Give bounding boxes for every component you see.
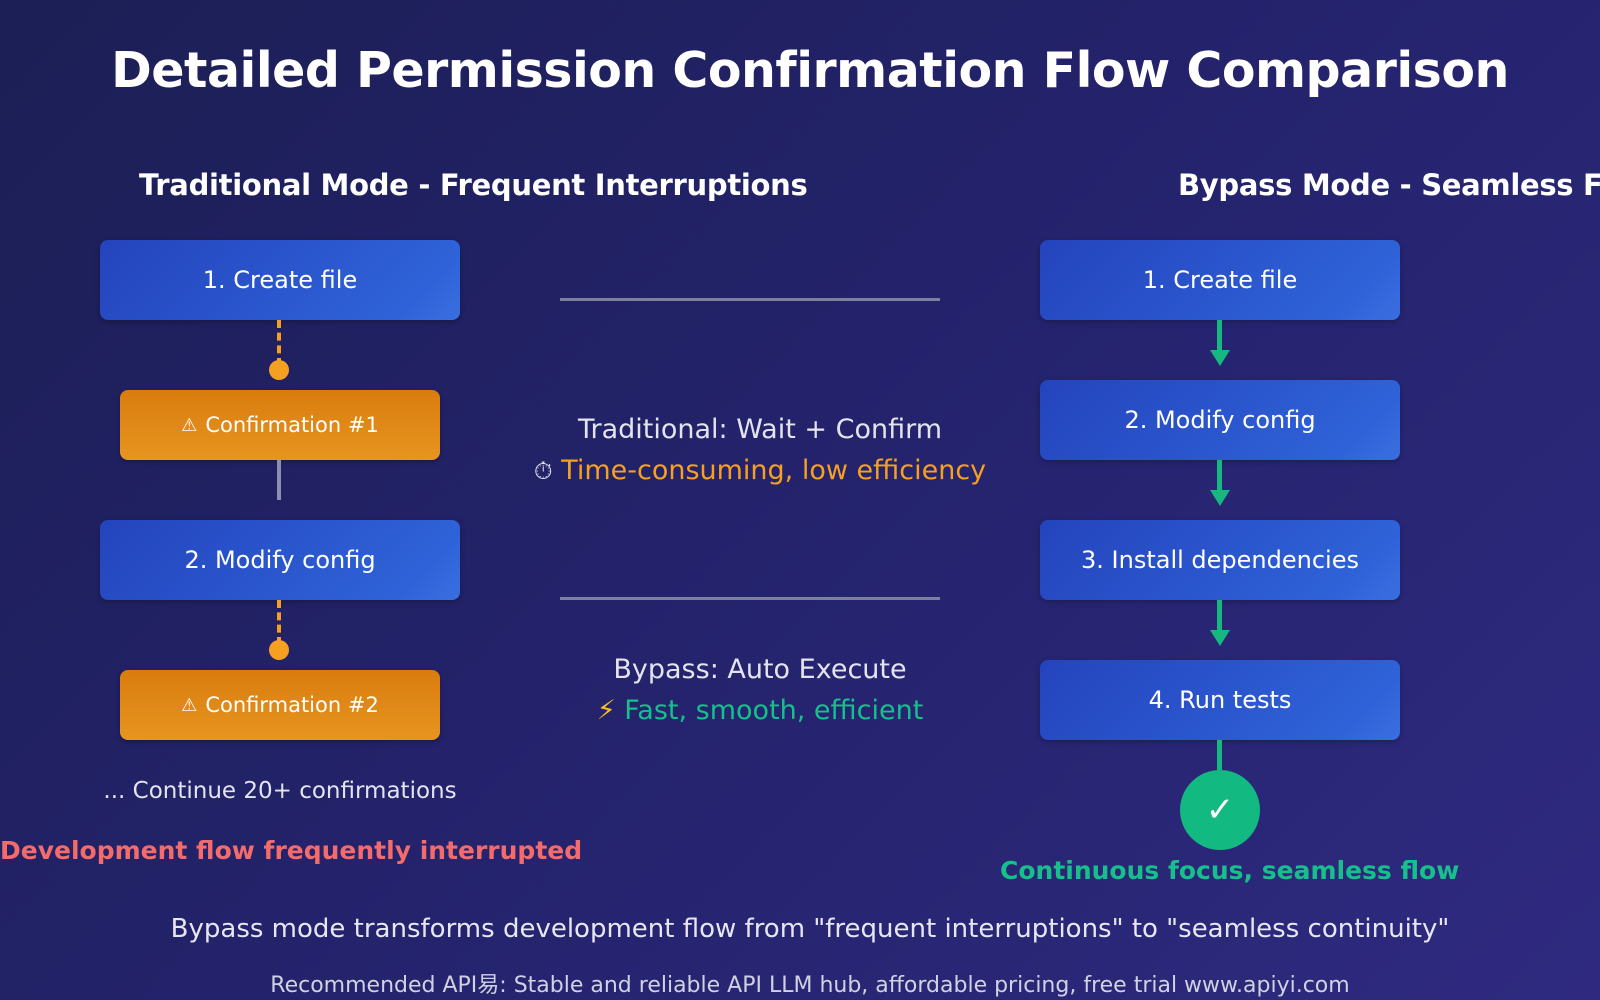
traditional-step-modify-config: 2. Modify config [100,520,460,600]
arrow-1-head [1210,350,1230,366]
bypass-step-run-tests: 4. Run tests [1040,660,1400,740]
footer-statement: Bypass mode transforms development flow … [170,914,1450,944]
divider-top [560,298,940,301]
bypass-step-modify-config: 2. Modify config [1040,380,1400,460]
warning-icon: ⚠ [181,694,198,716]
traditional-comparison-note: ⏱ Time-consuming, low efficiency [533,455,987,486]
confirmation-box-1: ⚠ Confirmation #1 [120,390,440,460]
warning-icon: ⚠ [181,414,198,436]
arrow-3-head [1210,630,1230,646]
traditional-comparison-label: Traditional: Wait + Confirm [577,414,943,445]
bypass-step-3-label: 3. Install dependencies [1081,546,1359,574]
bypass-step-1-label: 1. Create file [1142,266,1298,294]
stopwatch-icon: ⏱ [533,457,553,485]
connector-dot-1 [269,360,289,380]
traditional-step-1-label: 1. Create file [202,266,358,294]
connector-dot-2 [269,640,289,660]
bypass-step-2-label: 2. Modify config [1124,406,1316,434]
traditional-step-create-file: 1. Create file [100,240,460,320]
bypass-heading: Bypass Mode - Seamless Fl [1178,168,1600,202]
confirmation-2-label: Confirmation #2 [205,693,379,717]
arrow-2-stem [1217,460,1222,490]
confirmation-box-2: ⚠ Confirmation #2 [120,670,440,740]
dashed-connector-2 [277,600,281,645]
solid-connector [277,460,281,500]
bypass-step-4-label: 4. Run tests [1148,686,1292,714]
arrow-4-stem [1217,740,1222,770]
arrow-2-head [1210,490,1230,506]
page-title: Detailed Permission Confirmation Flow Co… [111,42,1509,99]
checkmark-icon: ✓ [1180,770,1260,850]
bypass-summary: Continuous focus, seamless flow [1000,856,1460,885]
footer-recommendation: Recommended API易: Stable and reliable AP… [270,973,1350,998]
traditional-summary: Development flow frequently interrupted [0,836,583,865]
confirmation-1-label: Confirmation #1 [205,413,379,437]
lightning-icon: ⚡ [596,695,616,726]
dashed-connector-1 [277,320,281,366]
arrow-3-stem [1217,600,1222,630]
bypass-comparison-label: Bypass: Auto Execute [613,654,907,685]
arrow-1-stem [1217,320,1222,350]
bypass-step-install-dependencies: 3. Install dependencies [1040,520,1400,600]
bypass-step-create-file: 1. Create file [1040,240,1400,320]
divider-bottom [560,597,940,600]
traditional-step-2-label: 2. Modify config [184,546,376,574]
continue-note: ... Continue 20+ confirmations [103,778,457,804]
traditional-heading: Traditional Mode - Frequent Interruption… [139,168,808,202]
bypass-comparison-note: ⚡ Fast, smooth, efficient [596,695,924,726]
